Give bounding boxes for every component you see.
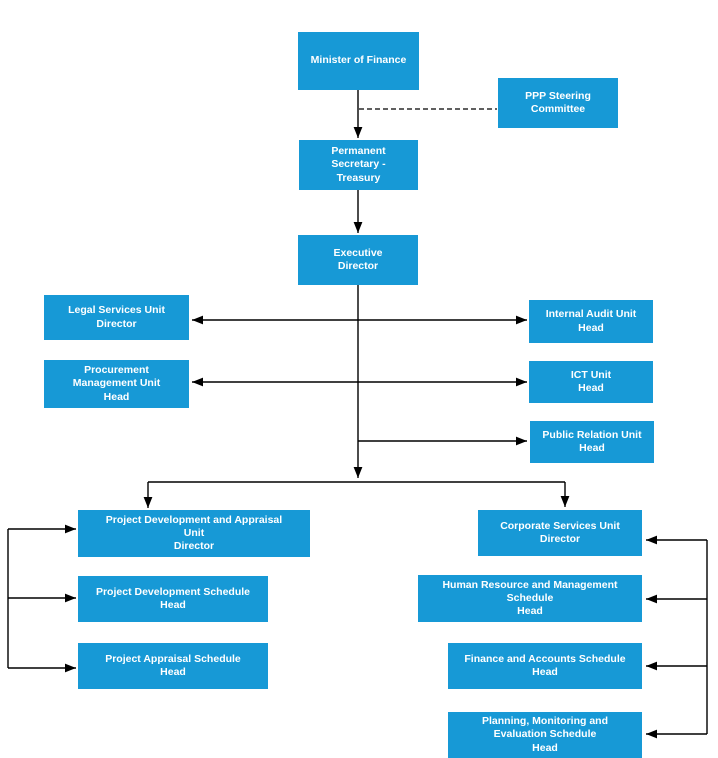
node-finance-accounts-schedule: Finance and Accounts Schedule Head (448, 643, 642, 689)
node-label: Legal Services Unit Director (68, 304, 165, 330)
node-project-development-appraisal-unit: Project Development and Appraisal Unit D… (78, 510, 310, 557)
node-label: Project Development and Appraisal Unit D… (105, 513, 283, 553)
node-corporate-services-unit: Corporate Services Unit Director (478, 510, 642, 556)
edge-right-bracket (646, 535, 708, 739)
node-minister-of-finance: Minister of Finance (298, 32, 419, 90)
node-label: ICT Unit Head (570, 368, 612, 394)
node-ppp-steering-committee: PPP Steering Committee (498, 78, 618, 128)
node-label: Project Appraisal Schedule Head (105, 652, 241, 678)
node-label: Public Relation Unit Head (542, 428, 642, 454)
node-label: Minister of Finance (310, 54, 407, 67)
node-permanent-secretary-treasury: Permanent Secretary - Treasury (299, 140, 418, 190)
node-label: Permanent Secretary - Treasury (331, 145, 386, 184)
node-procurement-management-unit: Procurement Management Unit Head (44, 360, 189, 408)
node-label: Human Resource and Management Schedule H… (442, 578, 618, 618)
node-ict-unit: ICT Unit Head (529, 361, 653, 403)
node-label: Finance and Accounts Schedule Head (464, 652, 626, 678)
node-internal-audit-unit: Internal Audit Unit Head (529, 300, 653, 343)
node-label: Planning, Monitoring and Evaluation Sche… (482, 715, 608, 754)
node-public-relation-unit: Public Relation Unit Head (530, 421, 654, 463)
node-label: Executive Director (333, 246, 383, 272)
node-project-appraisal-schedule: Project Appraisal Schedule Head (78, 643, 268, 689)
node-label: Corporate Services Unit Director (500, 519, 620, 545)
node-label: Project Development Schedule Head (95, 585, 251, 611)
node-human-resource-management-schedule: Human Resource and Management Schedule H… (418, 575, 642, 622)
node-legal-services-unit: Legal Services Unit Director (44, 295, 189, 340)
node-planning-monitoring-evaluation-schedule: Planning, Monitoring and Evaluation Sche… (448, 712, 642, 758)
node-project-development-schedule: Project Development Schedule Head (78, 576, 268, 622)
edge-split-to-directors (143, 481, 570, 508)
edge-left-bracket (7, 524, 76, 673)
node-executive-director: Executive Director (298, 235, 418, 285)
node-label: Procurement Management Unit Head (72, 364, 161, 403)
node-label: PPP Steering Committee (525, 89, 591, 115)
node-label: Internal Audit Unit Head (545, 308, 637, 334)
